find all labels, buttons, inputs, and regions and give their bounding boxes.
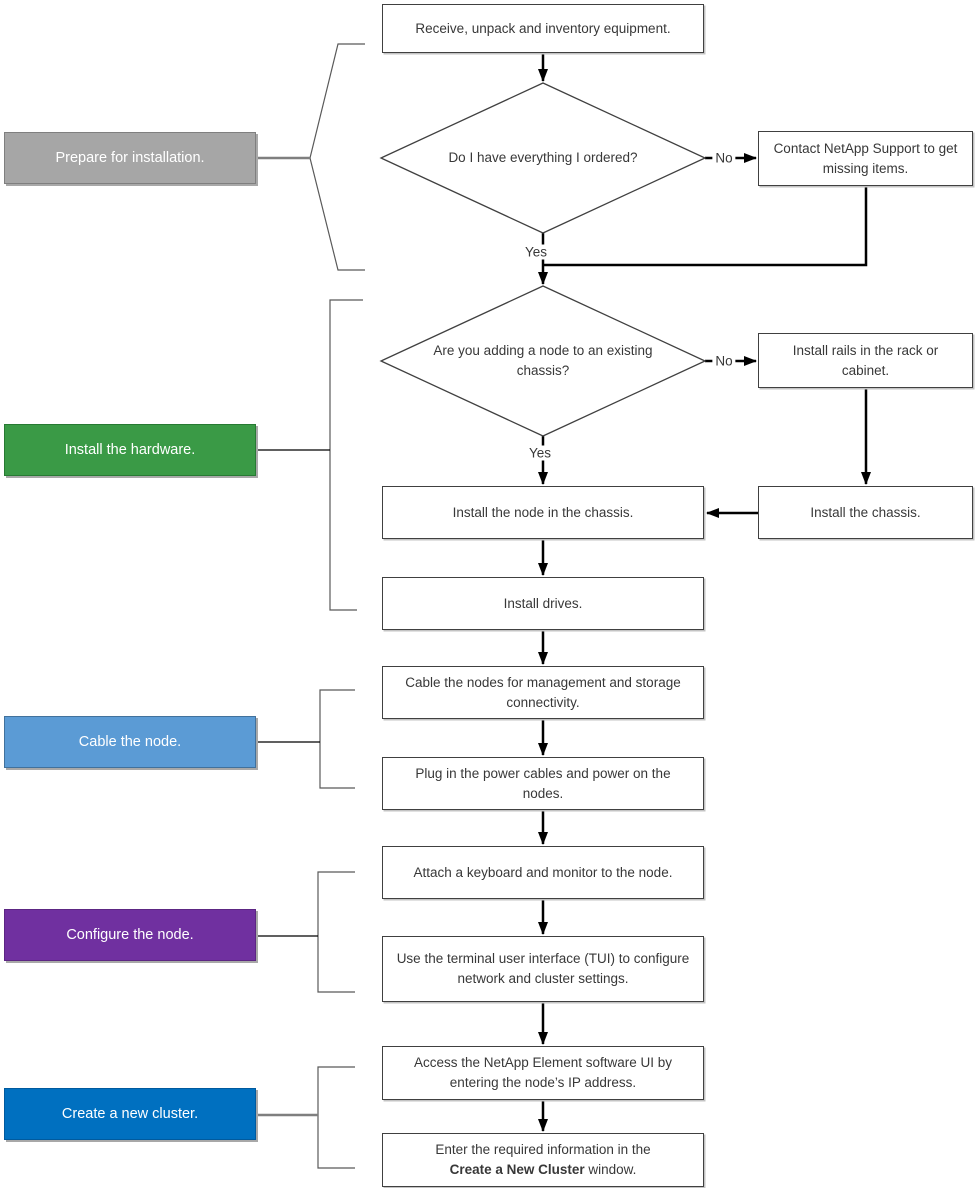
step-contact-support: Contact NetApp Support to get missing it…: [758, 131, 973, 186]
step-install-node-in-chassis: Install the node in the chassis.: [382, 486, 704, 539]
phase-install-hardware: Install the hardware.: [4, 424, 256, 476]
step-label: Use the terminal user interface (TUI) to…: [396, 951, 690, 986]
edge-label-no: No: [712, 353, 736, 369]
step-label: Access the NetApp Element software UI by…: [413, 1055, 673, 1090]
decision-diamonds: [379, 82, 707, 437]
step-label: Install drives.: [503, 595, 583, 611]
step-label-prefix: Enter the required information in the: [435, 1142, 651, 1158]
diamond-everything-ordered: [379, 82, 707, 234]
step-label: Plug in the power cables and power on th…: [415, 765, 671, 801]
bracket-hardware: [329, 299, 363, 611]
step-label: Install rails in the rack or cabinet.: [792, 342, 939, 378]
decision-everything-ordered-label: Do I have everything I ordered?: [418, 120, 668, 196]
phase-label: Configure the node.: [66, 927, 194, 943]
step-use-tui: Use the terminal user interface (TUI) to…: [382, 936, 704, 1002]
edge-label-yes: Yes: [525, 445, 555, 461]
step-label: Attach a keyboard and monitor to the nod…: [413, 864, 673, 880]
step-install-drives: Install drives.: [382, 577, 704, 630]
step-receive-equipment: Receive, unpack and inventory equipment.: [382, 4, 704, 53]
phase-label: Install the hardware.: [64, 442, 196, 458]
step-plug-power: Plug in the power cables and power on th…: [382, 757, 704, 810]
bracket-cluster: [317, 1066, 355, 1169]
phase-create-cluster: Create a new cluster.: [4, 1088, 256, 1140]
diamond-existing-chassis: [379, 285, 707, 437]
step-label-suffix: window.: [584, 1162, 637, 1177]
step-label: Contact NetApp Support to get missing it…: [773, 140, 958, 176]
decision-existing-chassis-label: Are you adding a node to an existing cha…: [408, 323, 678, 399]
step-label: Cable the nodes for management and stora…: [405, 674, 681, 710]
phase-label: Prepare for installation.: [55, 150, 205, 166]
bracket-prepare: [309, 43, 365, 271]
step-enter-cluster-info: Enter the required information in the Cr…: [382, 1133, 704, 1187]
step-install-chassis: Install the chassis.: [758, 486, 973, 539]
edge-label-yes: Yes: [521, 244, 551, 260]
step-label: Receive, unpack and inventory equipment.: [415, 20, 671, 36]
step-install-rails: Install rails in the rack or cabinet.: [758, 333, 973, 388]
step-label: Enter the required information in the Cr…: [435, 1140, 650, 1179]
edge-label-no: No: [712, 150, 736, 166]
decision-text: Do I have everything I ordered?: [448, 150, 638, 166]
phase-connectors: [256, 156, 330, 1117]
bracket-configure: [317, 871, 355, 993]
phase-cable-node: Cable the node.: [4, 716, 256, 768]
line-contact-to-d2: [543, 186, 868, 267]
phase-configure-node: Configure the node.: [4, 909, 256, 961]
phase-brackets: [309, 43, 365, 1169]
step-access-element-ui: Access the NetApp Element software UI by…: [382, 1046, 704, 1100]
step-cable-nodes: Cable the nodes for management and stora…: [382, 666, 704, 719]
phase-prepare-for-installation: Prepare for installation.: [4, 132, 256, 184]
phase-label: Cable the node.: [78, 734, 182, 750]
step-label: Install the node in the chassis.: [452, 504, 634, 520]
step-label-bold: Create a New Cluster: [449, 1162, 585, 1177]
step-attach-keyboard: Attach a keyboard and monitor to the nod…: [382, 846, 704, 899]
decision-text: Are you adding a node to an existing cha…: [433, 343, 653, 378]
phase-label: Create a new cluster.: [61, 1106, 199, 1122]
step-label: Install the chassis.: [810, 504, 921, 520]
bracket-cable: [319, 689, 355, 789]
